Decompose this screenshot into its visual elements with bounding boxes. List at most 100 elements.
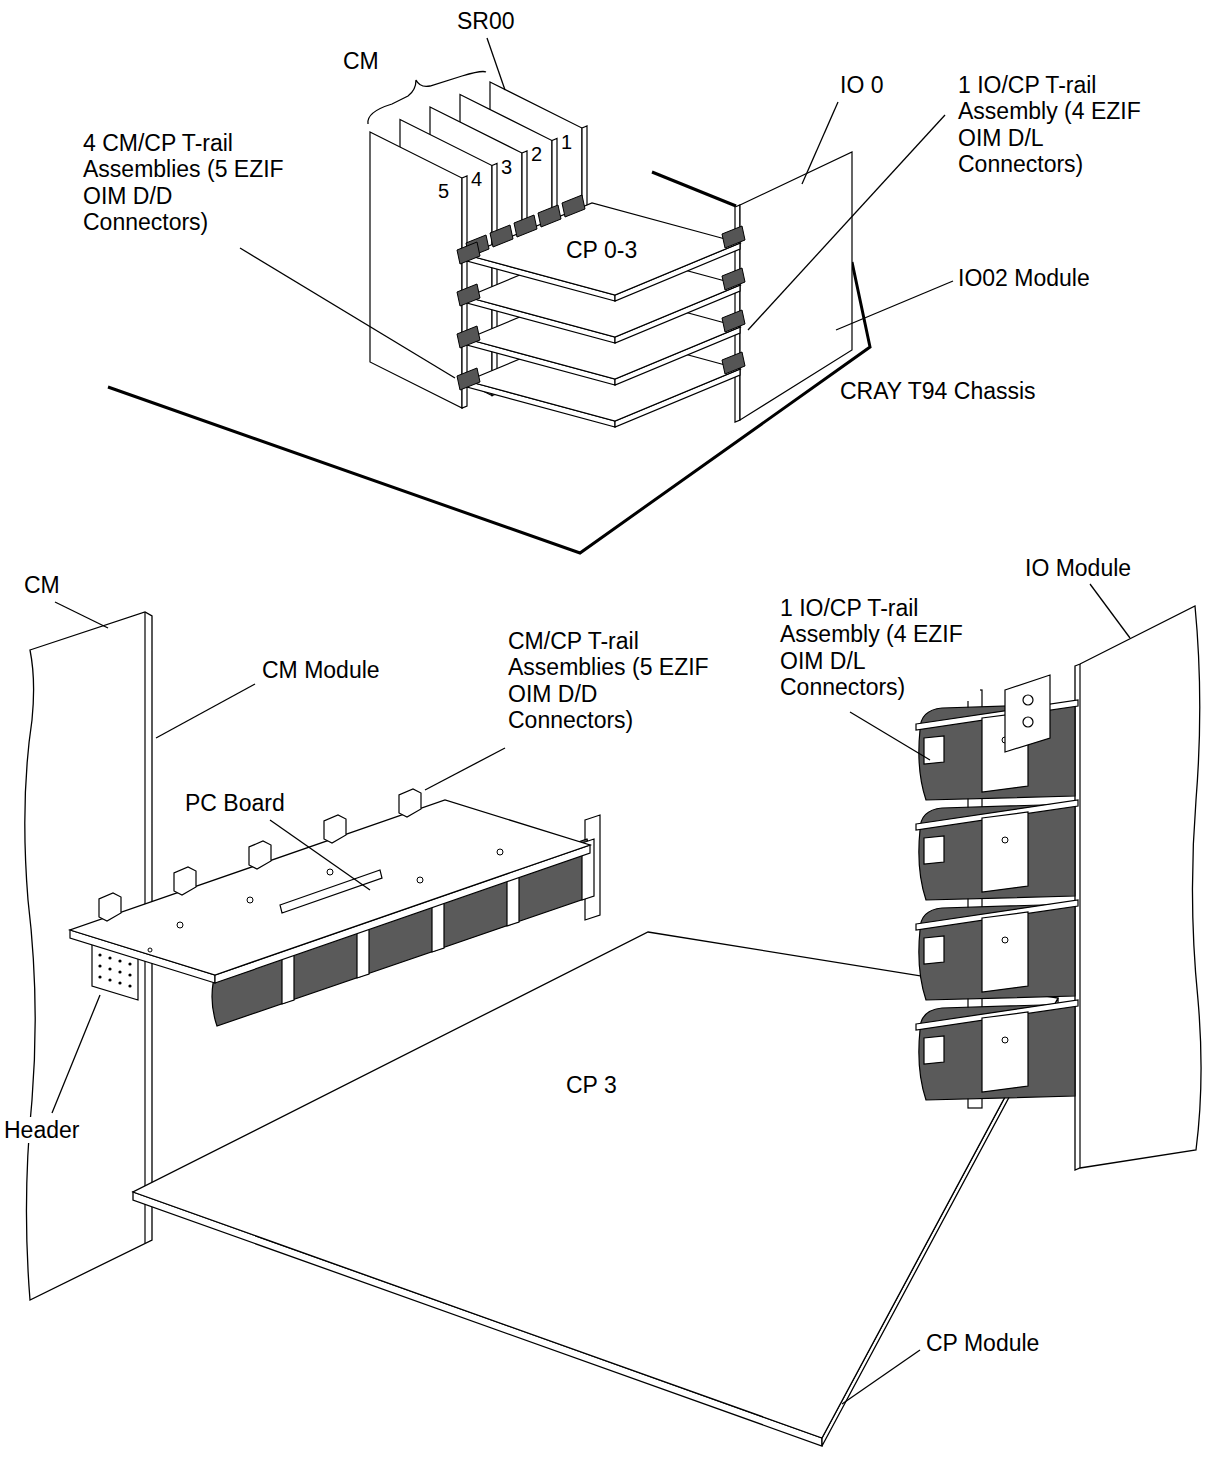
- part-label: IO Module: [1025, 555, 1131, 581]
- leader-line: [156, 684, 255, 738]
- leader-line: [270, 820, 370, 890]
- mark: [148, 948, 152, 952]
- label-box: CM Module: [262, 657, 380, 683]
- latch: [324, 815, 346, 843]
- latch: [249, 841, 271, 869]
- label-box: CRAY T94 Chassis: [840, 378, 1036, 404]
- cp-plate: [133, 932, 1058, 1438]
- leader-line: [1090, 584, 1130, 638]
- pin: [128, 962, 131, 965]
- mark: [327, 869, 333, 875]
- connector: [490, 225, 513, 247]
- callout-number: 3: [501, 156, 512, 179]
- label-box: 4: [471, 168, 482, 191]
- part-label: CP 3: [566, 1072, 617, 1098]
- label-box: CM: [24, 572, 60, 598]
- part-label: CRAY T94 Chassis: [840, 378, 1036, 404]
- label-box: 4 CM/CP T-rail Assemblies (5 EZIF OIM D/…: [83, 130, 298, 236]
- io-cp-trail-assembly: [916, 675, 1078, 1108]
- connector: [722, 352, 745, 374]
- part-label: 1 IO/CP T-rail Assembly (4 EZIF OIM D/L …: [780, 595, 980, 701]
- part-label: SR00: [457, 8, 515, 34]
- part-label: Header: [4, 1117, 79, 1143]
- callout-number: 4: [471, 168, 482, 191]
- part-label: IO02 Module: [958, 265, 1090, 291]
- connector: [562, 195, 585, 217]
- label-box: IO 0: [840, 72, 883, 98]
- pin: [108, 978, 111, 981]
- pin: [128, 973, 131, 976]
- pin: [118, 981, 121, 984]
- part-label: CM: [343, 48, 379, 74]
- part-label: 4 CM/CP T-rail Assemblies (5 EZIF OIM D/…: [83, 130, 298, 236]
- board-marks: [148, 849, 503, 952]
- connector: [722, 310, 745, 332]
- cp-module: [133, 932, 1058, 1446]
- callout-number: 1: [561, 131, 572, 154]
- pc-board: [70, 800, 590, 975]
- cm-cp-trail-assembly: [70, 789, 600, 1026]
- part-label: PC Board: [185, 790, 285, 816]
- label-box: 1 IO/CP T-rail Assembly (4 EZIF OIM D/L …: [958, 72, 1173, 178]
- mark: [417, 877, 423, 883]
- label-box: 3: [501, 156, 512, 179]
- pin: [118, 959, 121, 962]
- leader-line: [748, 115, 945, 330]
- cp-plates: [467, 203, 740, 427]
- label-box: CP Module: [926, 1330, 1039, 1356]
- pin: [98, 964, 101, 967]
- callout-number: 2: [531, 143, 542, 166]
- label-box: 1: [561, 131, 572, 154]
- part-label: 1 IO/CP T-rail Assembly (4 EZIF OIM D/L …: [958, 72, 1173, 178]
- leader-line: [836, 281, 953, 330]
- bracket: [368, 72, 486, 125]
- mark: [497, 849, 503, 855]
- callout-number: 5: [438, 180, 449, 203]
- pin: [108, 956, 111, 959]
- connector: [916, 700, 1078, 800]
- leader-line: [850, 712, 930, 760]
- connector: [722, 268, 745, 290]
- chassis-edge: [652, 172, 736, 206]
- hole: [1023, 717, 1033, 727]
- connectors: [457, 195, 745, 390]
- label-box: CP 0-3: [566, 237, 637, 263]
- connector: [538, 205, 561, 227]
- latch: [174, 867, 196, 895]
- leader-line: [842, 1350, 920, 1404]
- slot: [280, 870, 382, 913]
- board-edge: [492, 164, 497, 396]
- io-module: [1075, 606, 1201, 1170]
- part-label: CP 0-3: [566, 237, 637, 263]
- connector: [916, 1000, 1078, 1100]
- part-label: CP Module: [926, 1330, 1039, 1356]
- leader-line: [802, 102, 838, 184]
- label-box: SR00: [457, 8, 515, 34]
- leader-line: [52, 995, 100, 1113]
- leaders-top: [240, 38, 953, 378]
- part-label: IO 0: [840, 72, 883, 98]
- connector: [457, 326, 480, 348]
- label-box: CM/CP T-rail Assemblies (5 EZIF OIM D/D …: [508, 628, 723, 734]
- pin: [98, 975, 101, 978]
- label-box: 1 IO/CP T-rail Assembly (4 EZIF OIM D/L …: [780, 595, 980, 701]
- mark: [247, 897, 253, 903]
- connector: [457, 242, 480, 264]
- cm-board: [370, 132, 462, 408]
- label-box: IO02 Module: [958, 265, 1090, 291]
- leader-line: [425, 748, 505, 790]
- part-label: CM Module: [262, 657, 380, 683]
- pin: [118, 970, 121, 973]
- part-label: CM: [24, 572, 60, 598]
- latch: [399, 789, 421, 817]
- pin: [128, 984, 131, 987]
- connector: [916, 800, 1078, 900]
- label-box: Header: [4, 1117, 79, 1143]
- connector: [457, 368, 480, 390]
- pin: [108, 967, 111, 970]
- part-label: CM/CP T-rail Assemblies (5 EZIF OIM D/D …: [508, 628, 723, 734]
- header-pins: [98, 953, 131, 987]
- bracket-plate: [1005, 675, 1050, 752]
